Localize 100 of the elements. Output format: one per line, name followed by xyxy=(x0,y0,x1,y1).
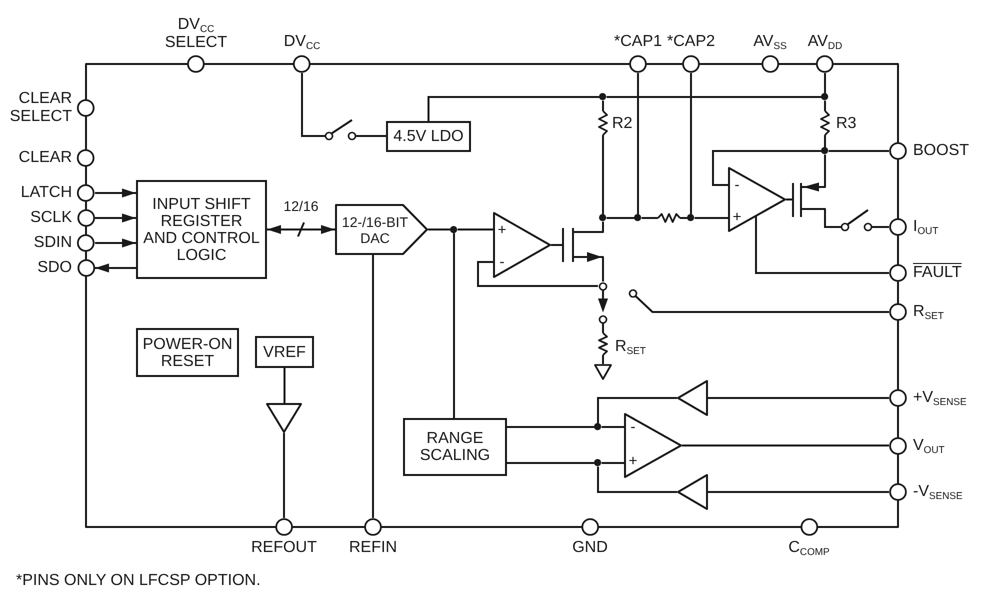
input-polarity-label: + xyxy=(732,210,742,224)
connector xyxy=(284,368,286,403)
connector xyxy=(708,491,889,493)
switch-symbol xyxy=(325,118,356,141)
junction-dot xyxy=(599,93,607,101)
connector xyxy=(680,217,688,219)
connector xyxy=(602,135,604,214)
connector xyxy=(602,355,604,364)
connector xyxy=(453,233,455,418)
junction-dot xyxy=(450,226,458,234)
pin xyxy=(889,436,945,456)
junction-dot xyxy=(687,214,695,222)
connector xyxy=(824,73,826,94)
connector xyxy=(824,100,826,111)
connector xyxy=(477,261,598,287)
dac-block xyxy=(335,204,428,255)
block-label: RANGE SCALING xyxy=(418,430,492,464)
pin-label: I$_{OUT}$ xyxy=(913,217,938,237)
pin xyxy=(788,518,830,558)
connector xyxy=(606,96,822,98)
function-block xyxy=(136,180,267,279)
op-amp xyxy=(728,167,786,232)
pin-label: *CAP2 xyxy=(666,32,716,52)
input-polarity-label: - xyxy=(630,420,636,434)
pin xyxy=(614,32,662,73)
pin xyxy=(889,388,967,408)
connector xyxy=(653,311,889,313)
connector xyxy=(828,150,889,152)
op-amp xyxy=(624,413,682,478)
pin-label: REFIN xyxy=(349,538,397,558)
connector xyxy=(694,217,728,219)
connector xyxy=(428,96,600,121)
switch-symbol xyxy=(598,282,653,324)
transistor-symbol xyxy=(562,227,604,263)
connector xyxy=(95,188,136,198)
connector xyxy=(95,238,136,248)
pin-label: SCLK xyxy=(30,208,72,228)
pin-label: DV$_{CC}$ SELECT xyxy=(164,16,228,52)
connector xyxy=(824,218,841,228)
pin-label: CLEAR xyxy=(18,148,72,168)
resistor-label: R$_{SET}$ xyxy=(615,337,646,357)
pin xyxy=(164,16,228,73)
block-label: POWER-ON RESET xyxy=(142,336,234,370)
connector xyxy=(602,324,604,333)
resistor-symbol xyxy=(598,333,608,355)
connector xyxy=(458,228,493,230)
connector xyxy=(283,433,285,518)
transistor-symbol xyxy=(792,182,826,218)
connector xyxy=(824,154,826,182)
connector xyxy=(597,397,677,424)
pin xyxy=(34,233,95,253)
op-amp xyxy=(493,212,551,278)
connector xyxy=(356,135,386,137)
junction-dot xyxy=(821,147,829,155)
pin-label: REFOUT xyxy=(251,538,317,558)
switch-symbol xyxy=(841,209,872,232)
pin-label: BOOST xyxy=(913,141,970,161)
pin-label: *CAP1 xyxy=(614,32,662,52)
block-label: VREF xyxy=(263,344,306,360)
pin-label: R$_{SET}$ xyxy=(913,302,944,322)
pin-label: C$_{COMP}$ xyxy=(788,538,830,558)
connector xyxy=(597,466,677,493)
pin xyxy=(889,141,970,161)
resistor-symbol xyxy=(598,111,608,135)
connector xyxy=(682,444,889,446)
input-polarity-label: - xyxy=(500,254,504,270)
junction-dot xyxy=(821,93,829,101)
pin-label: AV$_{SS}$ xyxy=(753,32,787,52)
resistor-symbol xyxy=(658,213,680,223)
pin-label: +V$_{SENSE}$ xyxy=(913,388,967,408)
pin xyxy=(889,217,938,237)
buffer-amplifier xyxy=(677,474,708,510)
connector xyxy=(637,73,639,214)
pin xyxy=(753,32,787,73)
connector xyxy=(606,217,634,219)
pin-label: SDIN xyxy=(34,233,72,253)
connector xyxy=(602,462,624,464)
connector xyxy=(95,214,136,222)
buffer-amplifier xyxy=(677,380,708,416)
input-polarity-label: - xyxy=(734,178,740,192)
function-block xyxy=(403,418,507,476)
connector xyxy=(95,264,136,272)
resistor-label: R2 xyxy=(612,114,632,134)
connector xyxy=(372,255,374,518)
connector xyxy=(786,198,792,200)
junction-dot xyxy=(594,459,602,467)
input-polarity-label: + xyxy=(628,454,638,468)
connector xyxy=(712,150,822,186)
connector xyxy=(755,216,889,274)
pin xyxy=(889,302,944,322)
pin xyxy=(18,148,95,168)
connector xyxy=(602,100,604,111)
pin xyxy=(808,32,842,73)
pin-label: V$_{OUT}$ xyxy=(913,436,945,456)
block-label: 12-/16-BIT DAC xyxy=(340,214,410,246)
connector xyxy=(690,73,692,214)
connector xyxy=(602,426,624,428)
pin xyxy=(889,482,963,502)
function-block xyxy=(386,121,471,152)
chip-outline xyxy=(85,63,899,528)
